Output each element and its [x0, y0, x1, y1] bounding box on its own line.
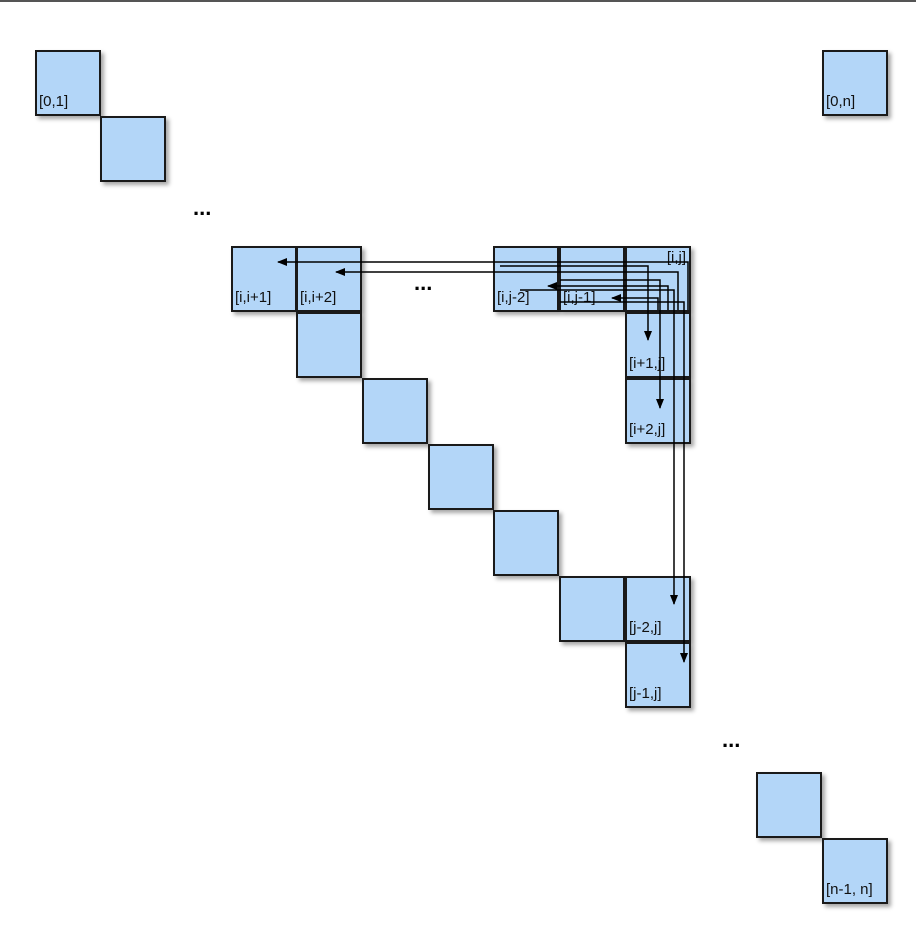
cell-i1-j: [i+1,j]	[625, 312, 691, 378]
cell-label-i-j1: [i,j-1]	[563, 289, 596, 306]
diagonal-cell	[559, 576, 625, 642]
diagonal-cell	[428, 444, 494, 510]
top-rule	[0, 0, 916, 2]
cell-label-i-j: [i,j]	[666, 249, 686, 266]
cell-i-i1: [i,i+1]	[231, 246, 297, 312]
cell-i2-j: [i+2,j]	[625, 378, 691, 444]
cell-label-0-n: [0,n]	[826, 93, 856, 110]
cell-i-j1: [i,j-1]	[559, 246, 625, 312]
diagonal-cell	[296, 312, 362, 378]
ellipsis-top: ...	[193, 195, 212, 220]
cell-label-i-i1: [i,i+1]	[235, 289, 272, 306]
cell-0-1: [0,1]	[35, 50, 101, 116]
cell-label-j1-j: [j-1,j]	[629, 685, 662, 702]
cell-j2-j: [j-2,j]	[625, 576, 691, 642]
cell-label-j2-j: [j-2,j]	[629, 619, 662, 636]
ellipsis-row: ...	[414, 270, 433, 295]
cell-i-i2: [i,i+2]	[296, 246, 362, 312]
cell-label-i-i2: [i,i+2]	[300, 289, 337, 306]
cell-n2-n1	[756, 772, 822, 838]
cell-label-0-1: [0,1]	[39, 93, 69, 110]
cell-i-j: [i,j]	[625, 246, 691, 312]
cell-j1-j: [j-1,j]	[625, 642, 691, 708]
cell-i-j2: [i,j-2]	[493, 246, 559, 312]
cell-label-i-j2: [i,j-2]	[497, 289, 530, 306]
diagonal-cell	[493, 510, 559, 576]
diagonal-cell	[362, 378, 428, 444]
cell-label-i2-j: [i+2,j]	[629, 421, 666, 438]
cell-label-i1-j: [i+1,j]	[629, 355, 666, 372]
cell-n1-n: [n-1, n]	[822, 838, 888, 904]
cell-1-2	[100, 116, 166, 182]
cell-label-n1-n: [n-1, n]	[826, 881, 873, 898]
ellipsis-bottom: ...	[722, 727, 741, 752]
cell-0-n: [0,n]	[822, 50, 888, 116]
